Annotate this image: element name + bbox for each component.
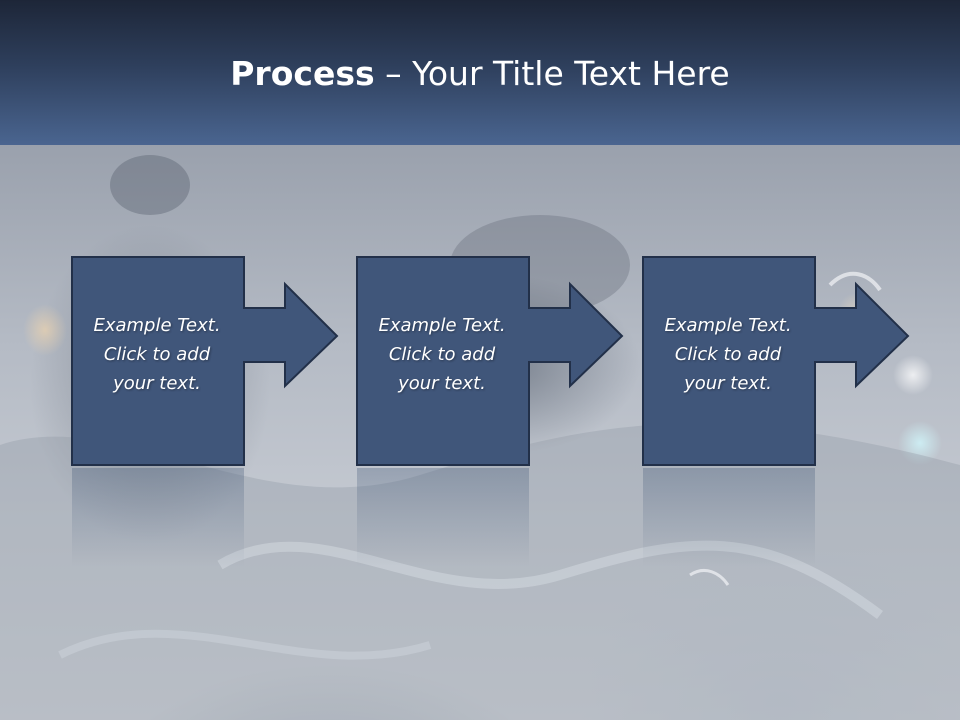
step-arrow-shape [356, 256, 624, 466]
step-arrow-shape [642, 256, 910, 466]
title-bar: Process – Your Title Text Here [0, 0, 960, 145]
background-photo-texture [0, 155, 960, 720]
slide-title[interactable]: Process – Your Title Text Here [0, 52, 960, 96]
step-2-reflection [357, 468, 529, 578]
step-text[interactable]: Example Text. Click to add your text. [93, 315, 221, 394]
step-3-reflection [643, 468, 815, 578]
title-bold-part: Process [230, 54, 375, 93]
step-arrow-shape [71, 256, 339, 466]
step-text[interactable]: Example Text. Click to add your text. [378, 315, 506, 394]
step-text[interactable]: Example Text. Click to add your text. [664, 315, 792, 394]
step-1-reflection [72, 468, 244, 578]
title-regular-part: – Your Title Text Here [374, 54, 730, 93]
